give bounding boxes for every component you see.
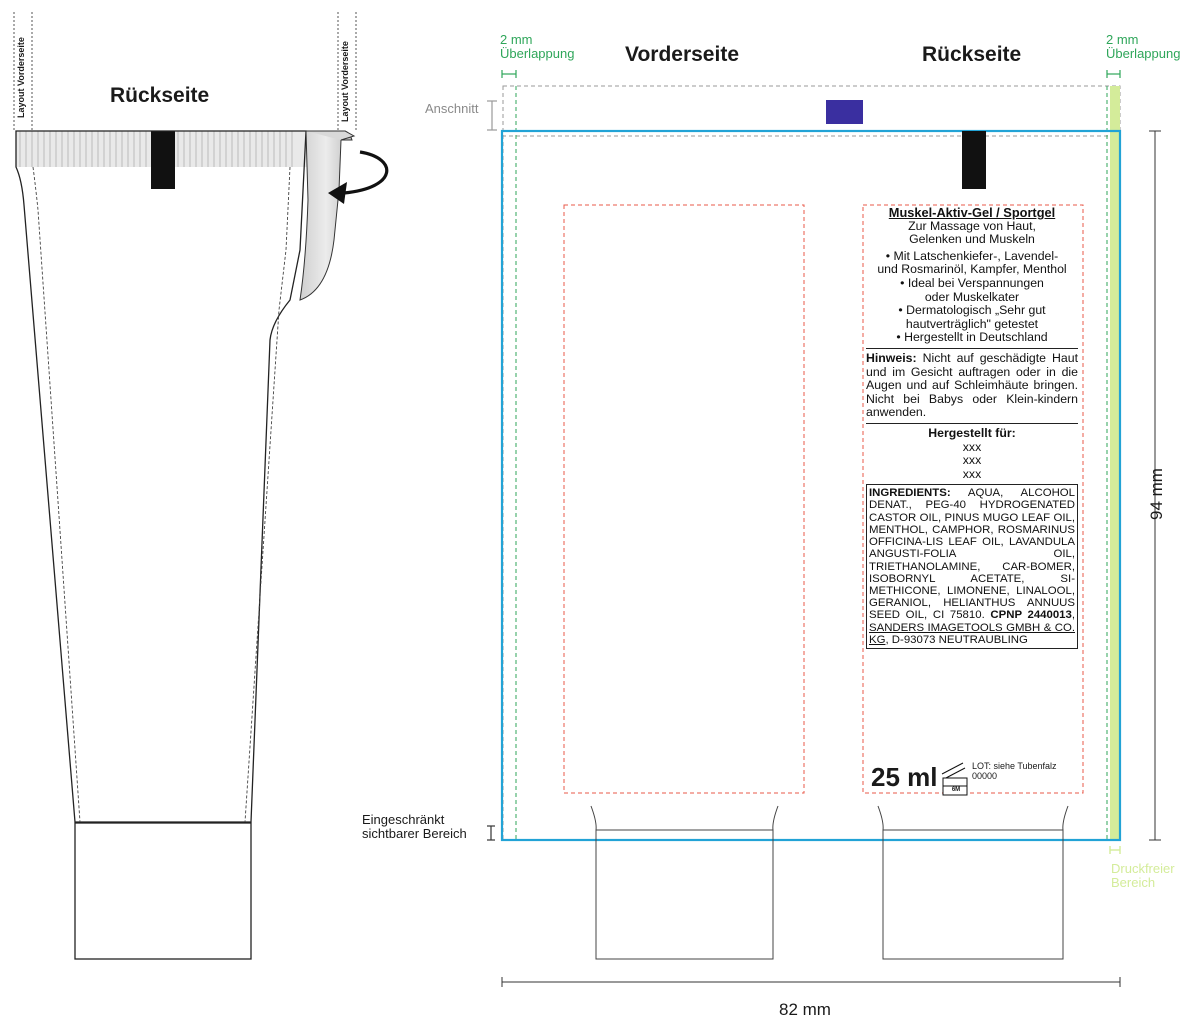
comma-sep: , xyxy=(1071,609,1076,622)
ingredients-text: AQUA, ALCOHOL DENAT., PEG-40 HYDROGENATE… xyxy=(869,487,1075,622)
eye-mark-layout xyxy=(962,131,986,189)
title-back: Rückseite xyxy=(922,43,1022,66)
restricted-area-line1: Eingeschränkt xyxy=(362,812,445,827)
hint-text: Nicht auf geschädigte Haut und im Gesich… xyxy=(866,350,1078,420)
bullet-3a: • Dermatologisch „Sehr gut xyxy=(898,303,1046,318)
edge-label-right: Layout Vorderseite xyxy=(340,41,350,122)
bullet-2b: oder Muskelkater xyxy=(924,289,1020,304)
color-mark xyxy=(826,100,863,124)
volume: 25 ml xyxy=(871,762,938,792)
print-free-line2: Bereich xyxy=(1111,875,1156,890)
lot-line-1: LOT: siehe Tubenfalz xyxy=(972,761,1057,771)
divider-1 xyxy=(866,347,1078,349)
eye-mark xyxy=(151,131,175,189)
flat-layout xyxy=(487,70,1161,987)
hint-label: Hinweis: xyxy=(866,350,917,365)
cpnp-number: CPNP 2440013 xyxy=(990,609,1072,622)
title-front: Vorderseite xyxy=(625,43,739,66)
bullet-4: • Hergestellt in Deutschland xyxy=(896,330,1048,345)
made-for-label: Hergestellt für: xyxy=(928,425,1016,440)
bullet-2a: • Ideal bei Verspannungen xyxy=(900,275,1044,290)
bullet-3b: hautverträglich" getestet xyxy=(905,316,1039,331)
print-free-line1: Druckfreier xyxy=(1111,861,1175,876)
overlap-right-value: 2 mm xyxy=(1106,32,1139,47)
ingredients-label: INGREDIENTS: xyxy=(869,487,951,500)
company-address: , D-93073 NEUTRAUBLING xyxy=(885,633,1028,646)
pao-jar-icon xyxy=(941,762,968,796)
trim-line xyxy=(500,129,1122,842)
lot-info: LOT: siehe Tubenfalz 00000 xyxy=(972,761,1057,781)
safe-zone-back xyxy=(862,204,1084,794)
company-name: SANDERS IMAGETOOLS GMBH & CO. KG xyxy=(869,621,1075,646)
subtitle-2: Gelenken und Muskeln xyxy=(909,232,1035,247)
bullet-1b: und Rosmarinöl, Kampfer, Menthol xyxy=(877,262,1067,277)
restricted-area-line2: sichtbarer Bereich xyxy=(362,826,467,841)
hint-paragraph: Hinweis: Nicht auf geschädigte Haut und … xyxy=(866,350,1078,420)
edge-label-left: Layout Vorderseite xyxy=(16,37,26,118)
back-label-text: Muskel-Aktiv-Gel / Sportgel Zur Massage … xyxy=(866,206,1078,649)
overlap-left-text: Überlappung xyxy=(500,46,575,61)
address-line-1: xxx xyxy=(962,439,982,454)
address-line-2: xxx xyxy=(962,453,982,468)
address-line-3: xxx xyxy=(962,466,982,481)
safe-zone-front xyxy=(563,204,805,794)
subtitle-1: Zur Massage von Haut, xyxy=(908,218,1036,233)
anschnitt-label: Anschnitt xyxy=(425,101,479,116)
lot-line-2: 00000 xyxy=(972,771,998,781)
ingredients-box: INGREDIENTS: AQUA, ALCOHOL DENAT., PEG-4… xyxy=(866,484,1078,649)
print-free-zone xyxy=(1110,86,1120,841)
product-name: Muskel-Aktiv-Gel / Sportgel xyxy=(888,205,1056,220)
divider-2 xyxy=(866,422,1078,424)
pao-label: 6M xyxy=(951,787,961,793)
tube-cap xyxy=(74,822,252,960)
height-dimension: 94 mm xyxy=(1147,468,1166,520)
bullet-1a: • Mit Latschenkiefer-, Lavendel- xyxy=(885,248,1059,263)
tube-illustration xyxy=(13,12,389,960)
overlap-left-value: 2 mm xyxy=(500,32,533,47)
width-dimension: 82 mm xyxy=(779,1000,831,1019)
overlap-right-text: Überlappung xyxy=(1106,46,1181,61)
left-title: Rückseite xyxy=(110,84,210,107)
